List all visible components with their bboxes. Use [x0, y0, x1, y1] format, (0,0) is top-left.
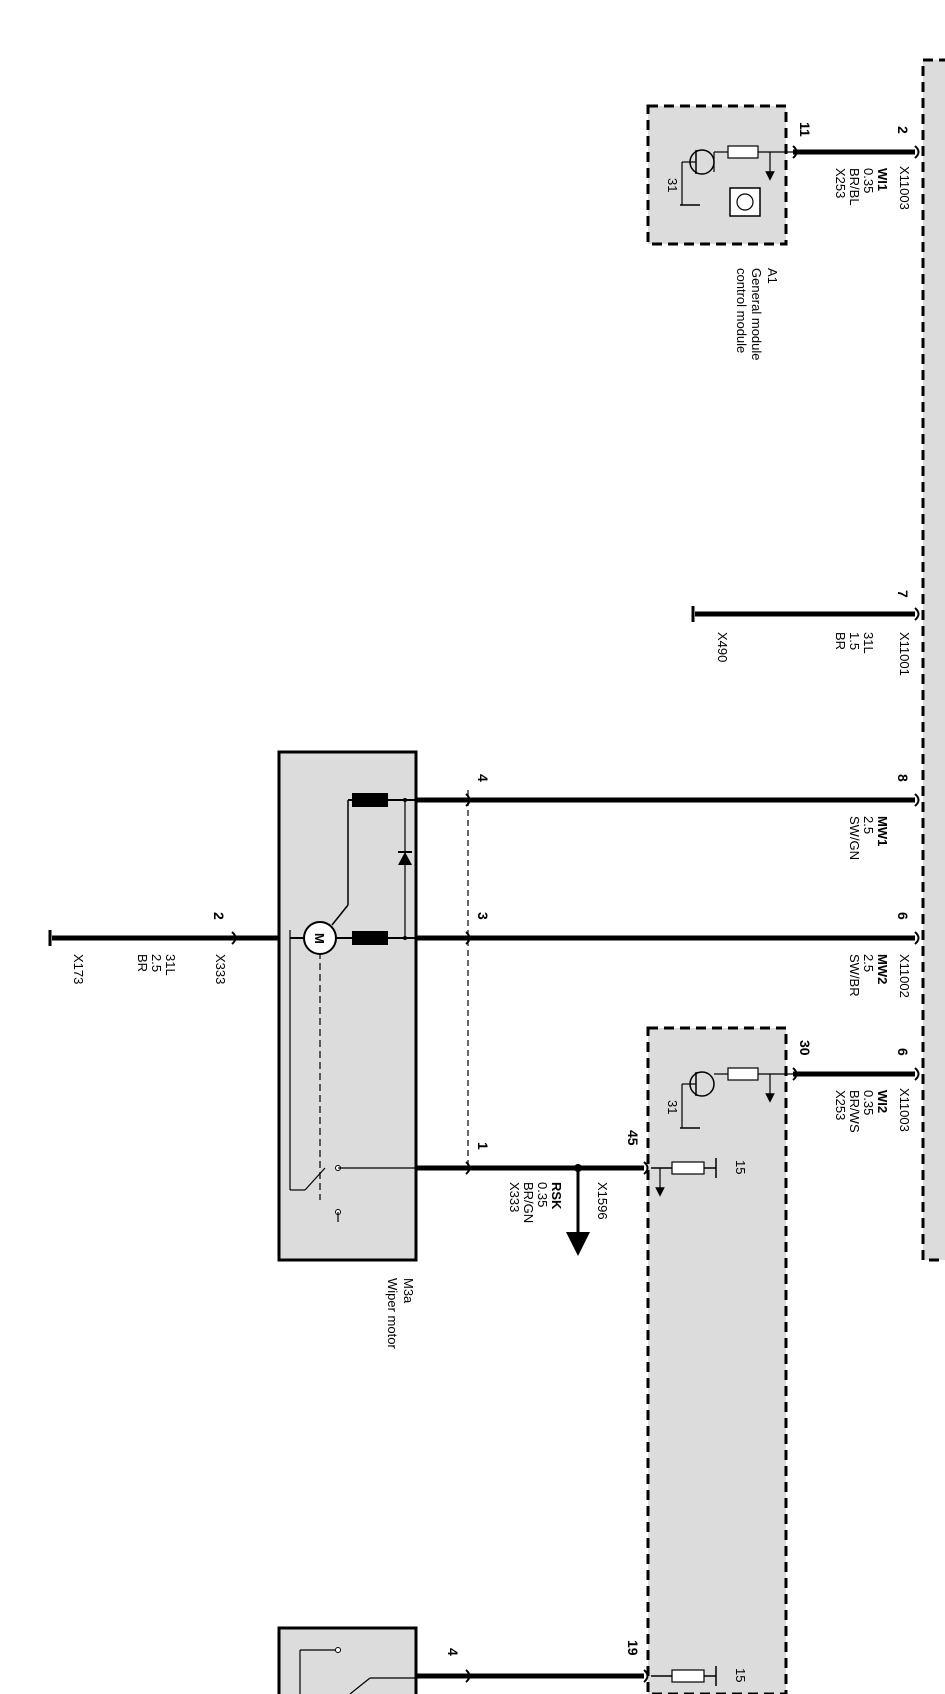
- rsk-color: BR/GN: [521, 1182, 536, 1223]
- motor-symbol: M: [312, 933, 327, 944]
- l31a-conn-right: X11001: [897, 632, 912, 676]
- wi1-conn-left: X253: [833, 168, 848, 198]
- l31b-size: 2.5: [149, 954, 164, 972]
- wi1-conn-right: X11003: [897, 166, 912, 210]
- wi1-pin-right: 2: [895, 126, 911, 134]
- mw2-size: 2.5: [861, 954, 876, 972]
- mw1-pin-left: 4: [475, 774, 491, 782]
- wi1-pin-left: 11: [797, 122, 813, 137]
- a1-ref: A1: [765, 268, 780, 284]
- a1-module-box: [646, 104, 788, 246]
- a1-sensor-icon: [729, 187, 761, 217]
- l31a-conn-left: X490: [715, 632, 730, 662]
- wi1-color: BR/BL: [847, 168, 862, 206]
- m3a-ref: M3a: [401, 1278, 416, 1304]
- motor-icon: M: [303, 921, 337, 955]
- rsk-conn: X333: [507, 1182, 522, 1212]
- a1-name-line1: General module: [749, 268, 764, 361]
- l31a-color: BR: [833, 632, 848, 650]
- bottom-supply-pin: 15: [733, 1668, 748, 1682]
- mw1-label: MW1: [875, 816, 890, 846]
- m3a-name: Wiper motor: [385, 1278, 400, 1349]
- a1-transistor-icon: [680, 145, 793, 206]
- l31b-color: BR: [135, 954, 150, 972]
- wi2-transistor-ground-pin: 31: [665, 1100, 680, 1114]
- mw2-pin-left: 3: [475, 912, 491, 920]
- wi2-label: WI2: [875, 1090, 890, 1113]
- rsk-label: RSK: [549, 1182, 564, 1210]
- bottom-pin-left: 4: [445, 1648, 461, 1656]
- a1-name-line2: control module: [734, 268, 749, 353]
- l31b-pin: 2: [211, 912, 227, 920]
- l31a-size: 1.5: [847, 632, 862, 650]
- rsk-supply-pin: 15: [733, 1160, 748, 1174]
- bottom-module-box: [277, 1626, 418, 1694]
- wi2-pin-right: 6: [895, 1048, 911, 1056]
- wi2-conn-left: X253: [833, 1090, 848, 1120]
- wi1-size: 0.35: [861, 168, 876, 193]
- wi2-transistor-icon: [680, 1067, 793, 1129]
- wi2-size: 0.35: [861, 1090, 876, 1115]
- a1-transistor-ground-pin: 31: [665, 178, 680, 192]
- rsk-splice-label: X1596: [595, 1182, 610, 1220]
- bottom-switch-icon: [299, 1647, 416, 1694]
- mw1-color: SW/GN: [847, 816, 862, 860]
- l31b-conn: X333: [213, 954, 228, 984]
- bottom-pullup-resistor-icon: [651, 1666, 717, 1686]
- rsk-pin-right: 45: [625, 1130, 641, 1146]
- mw1-size: 2.5: [861, 816, 876, 834]
- l31a-label: 31L: [861, 632, 876, 654]
- mw2-color: SW/BR: [847, 954, 862, 997]
- wi2-pin-left: 30: [797, 1040, 813, 1056]
- control-module-box: [646, 1026, 788, 1694]
- mw1-pin-right: 8: [895, 774, 911, 782]
- bottom-pin-right: 19: [625, 1640, 641, 1656]
- l31b-label: 31L: [163, 954, 178, 976]
- wi1-label: WI1: [875, 168, 890, 191]
- right-module-frame: [921, 58, 945, 1262]
- mw2-label: MW2: [875, 954, 890, 984]
- wi2-color: BR/WS: [847, 1090, 862, 1133]
- rsk-size: 0.35: [535, 1182, 550, 1207]
- l31a-pin-right: 7: [895, 590, 911, 598]
- mw2-pin-right: 6: [895, 912, 911, 920]
- wiper-motor-internals: [289, 793, 416, 1222]
- mw2-conn-right: X11002: [897, 954, 912, 998]
- rsk-pullup-resistor-icon: [651, 1158, 717, 1197]
- wi2-conn-right: X11003: [897, 1088, 912, 1132]
- l31b-ground-label: X173: [71, 954, 86, 984]
- rsk-pin-left: 1: [475, 1142, 491, 1150]
